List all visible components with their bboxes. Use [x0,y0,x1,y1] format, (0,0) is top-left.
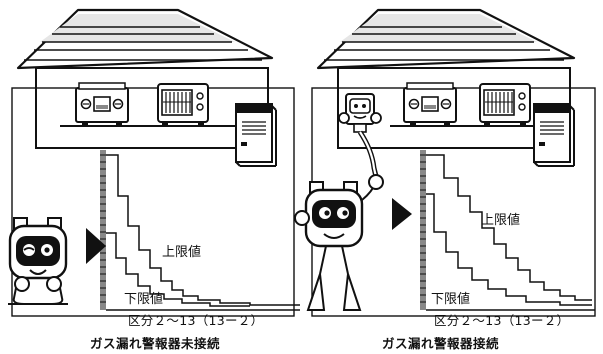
lower-limit-label: 下限値 [124,292,164,307]
upper-limit-step [106,154,300,306]
scale-bar [100,150,106,310]
house-wall [35,67,269,149]
gas-stove-icon [75,82,129,126]
panel-caption: ガス漏れ警報器接続 [382,336,500,351]
pointer-arrow-icon [392,198,412,230]
lower-limit-step [426,193,592,306]
scale-ticks [420,154,426,303]
gas-heater-icon [235,103,277,167]
category-range-label: 区分２～13（13ー２） [434,313,570,328]
gas-alarm-mascot-icon [294,174,384,311]
house-roof [316,8,576,70]
limit-chart [420,150,595,311]
panel-frame [11,87,295,317]
house-roof [16,8,274,70]
gas-oven-icon [479,83,531,126]
gas-alarm-mascot-icon [8,217,68,305]
gas-stove-icon [403,82,457,126]
wall-gas-alarm-icon [338,93,382,133]
lower-limit-step [106,232,250,307]
panel-connected [294,8,596,317]
lower-limit-label: 下限値 [431,292,471,307]
gas-heater-icon [533,103,575,167]
pointer-arrow-icon [86,228,106,264]
upper-limit-label: 上限値 [481,213,521,228]
category-range-label: 区分２～13（13ー２） [128,313,264,328]
scale-bar [420,150,426,310]
panel-caption: ガス漏れ警報器未接続 [90,336,221,351]
panel-unconnected [8,8,300,317]
limit-chart [100,150,300,311]
gas-oven-icon [157,83,209,126]
upper-limit-step [426,154,592,301]
upper-limit-label: 上限値 [162,245,202,260]
